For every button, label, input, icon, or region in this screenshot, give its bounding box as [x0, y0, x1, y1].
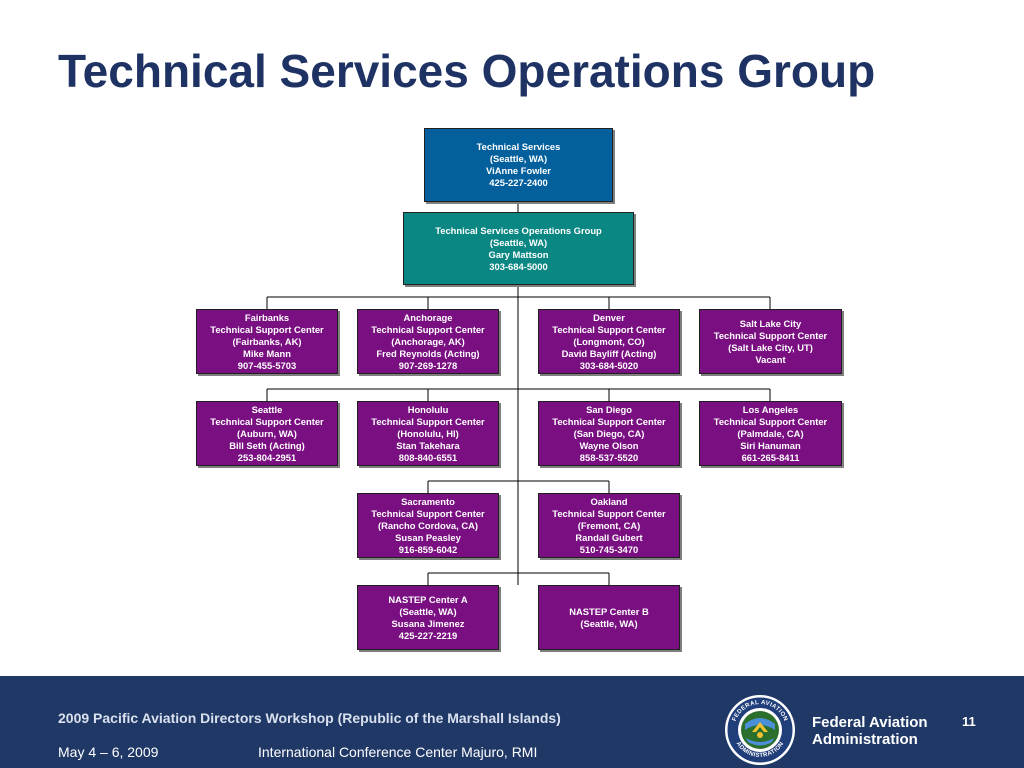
org-box-nastep-a: NASTEP Center A(Seattle, WA)Susana Jimen… — [357, 585, 499, 650]
org-box-line: 425-227-2219 — [398, 629, 458, 641]
org-box-line: (Honolulu, HI) — [397, 427, 459, 439]
org-box-line: Vacant — [755, 353, 786, 365]
org-chart-connectors — [266, 202, 771, 585]
org-box-line: NASTEP Center B — [569, 605, 649, 617]
org-box-line: Fred Reynolds (Acting) — [376, 347, 480, 359]
org-box-nastep-b: NASTEP Center B(Seattle, WA) — [538, 585, 680, 650]
org-box-line: ViAnne Fowler — [486, 165, 551, 176]
org-box-line: Siri Hanuman — [740, 439, 801, 451]
org-box-line: Technical Support Center — [371, 323, 485, 335]
org-box-line: Technical Support Center — [552, 507, 666, 519]
org-box-line: 907-269-1278 — [398, 359, 458, 371]
org-box-line: Randall Gubert — [575, 531, 643, 543]
org-box-line: 907-455-5703 — [237, 359, 297, 371]
org-box-line: (Seattle, WA) — [580, 617, 638, 629]
slide-title: Technical Services Operations Group — [58, 45, 876, 97]
org-box-line: 661-265-8411 — [741, 451, 800, 463]
org-box-line: Sacramento — [401, 495, 455, 507]
org-box-line: Susana Jimenez — [391, 617, 465, 629]
footer-venue: International Conference Center Majuro, … — [258, 744, 538, 760]
org-box-line: Technical Support Center — [713, 415, 828, 427]
org-box-line: Los Angeles — [742, 403, 799, 415]
org-box-line: Mike Mann — [243, 347, 291, 359]
org-box-line: Technical Support Center — [552, 323, 666, 335]
footer-agency-name: Federal Aviation Administration — [812, 714, 928, 748]
org-box-line: NASTEP Center A — [388, 593, 468, 605]
org-box-line: (San Diego, CA) — [573, 427, 645, 439]
org-box-line: Susan Peasley — [395, 531, 461, 543]
org-box-line: Wayne Olson — [579, 439, 639, 451]
org-box-line: (Rancho Cordova, CA) — [377, 519, 478, 531]
org-box-line: 808-840-6551 — [398, 451, 458, 463]
org-box-line: Salt Lake City — [739, 317, 802, 329]
org-box-line: Honolulu — [407, 403, 449, 415]
page-number: 11 — [962, 714, 976, 729]
org-box-line: 510-745-3470 — [579, 543, 639, 555]
org-box-line: Denver — [593, 311, 625, 323]
org-box-line: 253-804-2951 — [237, 451, 297, 463]
org-box-line: (Seattle, WA) — [399, 605, 457, 617]
org-box-line: Technical Support Center — [371, 507, 485, 519]
org-box-line: 858-537-5520 — [579, 451, 639, 463]
footer-bar: 2009 Pacific Aviation Directors Workshop… — [0, 676, 1024, 768]
org-box-line: (Seattle, WA) — [489, 153, 548, 164]
org-box-line: Technical Support Center — [552, 415, 666, 427]
org-box-line: 916-859-6042 — [398, 543, 458, 555]
footer-agency-line2: Administration — [812, 731, 918, 748]
org-box-line: (Fairbanks, AK) — [232, 335, 302, 347]
org-box-line: Gary Mattson — [488, 248, 549, 260]
org-box-line: Technical Support Center — [210, 415, 324, 427]
org-box-line: Oakland — [590, 495, 628, 507]
org-box-line: (Longmont, CO) — [573, 335, 645, 347]
org-box-line: Technical Support Center — [713, 329, 828, 341]
org-box-line: (Palmdale, CA) — [737, 427, 804, 439]
org-box-line: Technical Support Center — [371, 415, 485, 427]
org-box-technical-services: Technical Services(Seattle, WA)ViAnne Fo… — [424, 128, 613, 202]
org-box-line: Anchorage — [403, 311, 453, 323]
org-box-line: Technical Services — [476, 141, 561, 152]
org-box-line: (Seattle, WA) — [489, 236, 548, 248]
org-box-line: (Fremont, CA) — [577, 519, 641, 531]
org-box-line: 425-227-2400 — [489, 177, 548, 188]
footer-agency-line1: Federal Aviation — [812, 714, 928, 731]
org-box-line: 303-684-5020 — [579, 359, 639, 371]
faa-seal-icon: FEDERAL AVIATION ADMINISTRATION — [725, 695, 795, 765]
org-box-line: Technical Support Center — [210, 323, 324, 335]
org-box-line: San Diego — [586, 403, 632, 415]
org-box-line: (Salt Lake City, UT) — [728, 341, 813, 353]
org-box-line: Fairbanks — [244, 311, 290, 323]
org-box-line: David Bayliff (Acting) — [561, 347, 657, 359]
org-box-line: Seattle — [251, 403, 283, 415]
footer-event-title: 2009 Pacific Aviation Directors Workshop… — [58, 710, 561, 726]
org-box-line: (Auburn, WA) — [237, 427, 297, 439]
footer-date: May 4 – 6, 2009 — [58, 744, 159, 760]
org-box-line: (Anchorage, AK) — [391, 335, 465, 347]
org-box-line: Technical Services Operations Group — [435, 224, 602, 236]
org-box-line: 303-684-5000 — [489, 260, 548, 272]
org-box-line: Stan Takehara — [396, 439, 460, 451]
org-box-operations-group: Technical Services Operations Group(Seat… — [403, 212, 634, 285]
org-box-line: Bill Seth (Acting) — [229, 439, 305, 451]
